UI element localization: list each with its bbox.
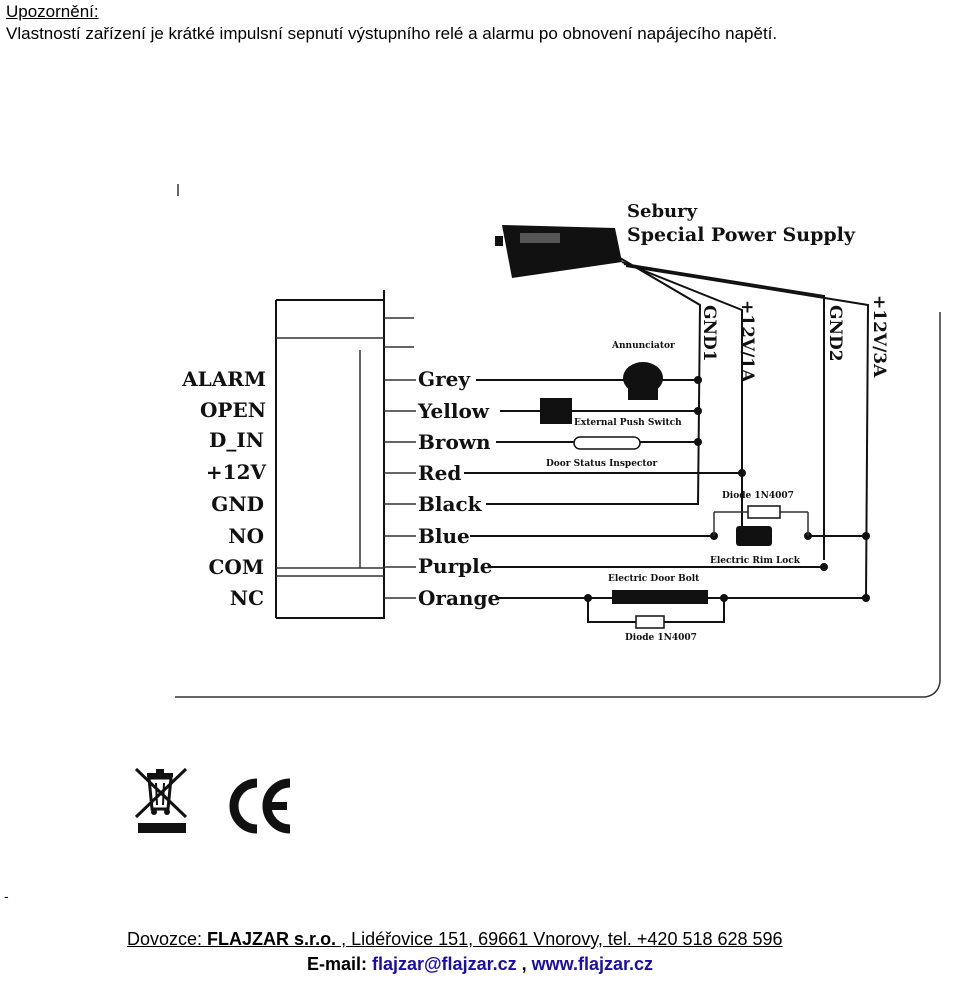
- note-title: Upozornění:: [6, 2, 99, 21]
- wire-brown: Brown: [418, 430, 491, 454]
- psu-output-gnd1: GND1: [699, 305, 719, 362]
- website-link[interactable]: www.flajzar.cz: [531, 954, 654, 974]
- annunciator-label: Annunciator: [611, 341, 675, 351]
- email-label: E-mail:: [306, 954, 372, 974]
- importer-prefix: Dovozce:: [127, 929, 208, 949]
- wire-runs: [464, 376, 870, 623]
- terminal-d-in: D_IN: [209, 428, 264, 452]
- rim-lock-label: Electric Rim Lock: [710, 556, 801, 566]
- email-link[interactable]: flajzar@flajzar.cz: [371, 954, 517, 974]
- component-door-bolt: Electric Door Bolt Diode 1N4007: [608, 574, 708, 643]
- importer-name: FLAJZAR s.r.o.: [207, 929, 337, 949]
- diode-top-label: Diode 1N4007: [722, 491, 794, 501]
- door-status-label: Door Status Inspector: [546, 459, 658, 469]
- terminal-open: OPEN: [200, 398, 266, 422]
- diode-bottom-label: Diode 1N4007: [625, 633, 697, 643]
- terminal-nc: NC: [230, 586, 264, 610]
- weee-bin-icon: [134, 767, 188, 833]
- door-bolt-label: Electric Door Bolt: [608, 574, 700, 584]
- wire-yellow: Yellow: [417, 399, 490, 423]
- psu-output-gnd2: GND2: [825, 305, 845, 362]
- importer-line: Dovozce: FLAJZAR s.r.o. , Lidéřovice 151…: [127, 929, 783, 950]
- wire-labels: Grey Yellow Brown Red Black Blue Purple …: [384, 367, 500, 610]
- ce-mark-icon: [229, 778, 291, 834]
- compliance-logos: [134, 767, 291, 834]
- wiring-diagram: Sebury Special Power Supply GND1 +12V/1A…: [175, 184, 941, 698]
- psu-name: Special Power Supply: [627, 224, 856, 246]
- terminal-gnd: GND: [211, 492, 264, 516]
- wire-blue: Blue: [418, 524, 470, 548]
- terminal-alarm: ALARM: [181, 367, 266, 391]
- push-switch-label: External Push Switch: [574, 418, 682, 428]
- component-door-status: Door Status Inspector: [546, 436, 658, 469]
- terminal-no: NO: [228, 524, 264, 548]
- power-supply: Sebury Special Power Supply GND1 +12V/1A…: [495, 201, 889, 598]
- psu-output-12v1a: +12V/1A: [737, 300, 757, 383]
- terminal-com: COM: [209, 555, 264, 579]
- wire-purple: Purple: [418, 554, 492, 578]
- psu-output-12v3a: +12V/3A: [869, 295, 889, 378]
- wire-black: Black: [418, 492, 483, 516]
- contact-line: E-mail: flajzar@flajzar.cz , www.flajzar…: [0, 954, 960, 975]
- component-rim-lock: Diode 1N4007 Electric Rim Lock: [710, 491, 809, 566]
- note-text: Vlastností zařízení je krátké impulsní s…: [6, 24, 778, 43]
- wire-grey: Grey: [418, 367, 471, 391]
- wire-orange: Orange: [418, 586, 500, 610]
- device-body: [275, 290, 414, 619]
- terminal-12v: +12V: [206, 460, 267, 484]
- component-push-switch: External Push Switch: [540, 398, 682, 428]
- psu-brand: Sebury: [627, 201, 698, 222]
- contact-separator: ,: [516, 954, 532, 974]
- importer-address: , Lidéřovice 151, 69661 Vnorovy, tel. +4…: [336, 929, 783, 949]
- wire-red: Red: [418, 461, 461, 485]
- component-annunciator: Annunciator: [611, 341, 675, 400]
- stray-dash: -: [4, 888, 9, 904]
- terminal-labels: ALARM OPEN D_IN +12V GND NO COM NC: [181, 367, 266, 610]
